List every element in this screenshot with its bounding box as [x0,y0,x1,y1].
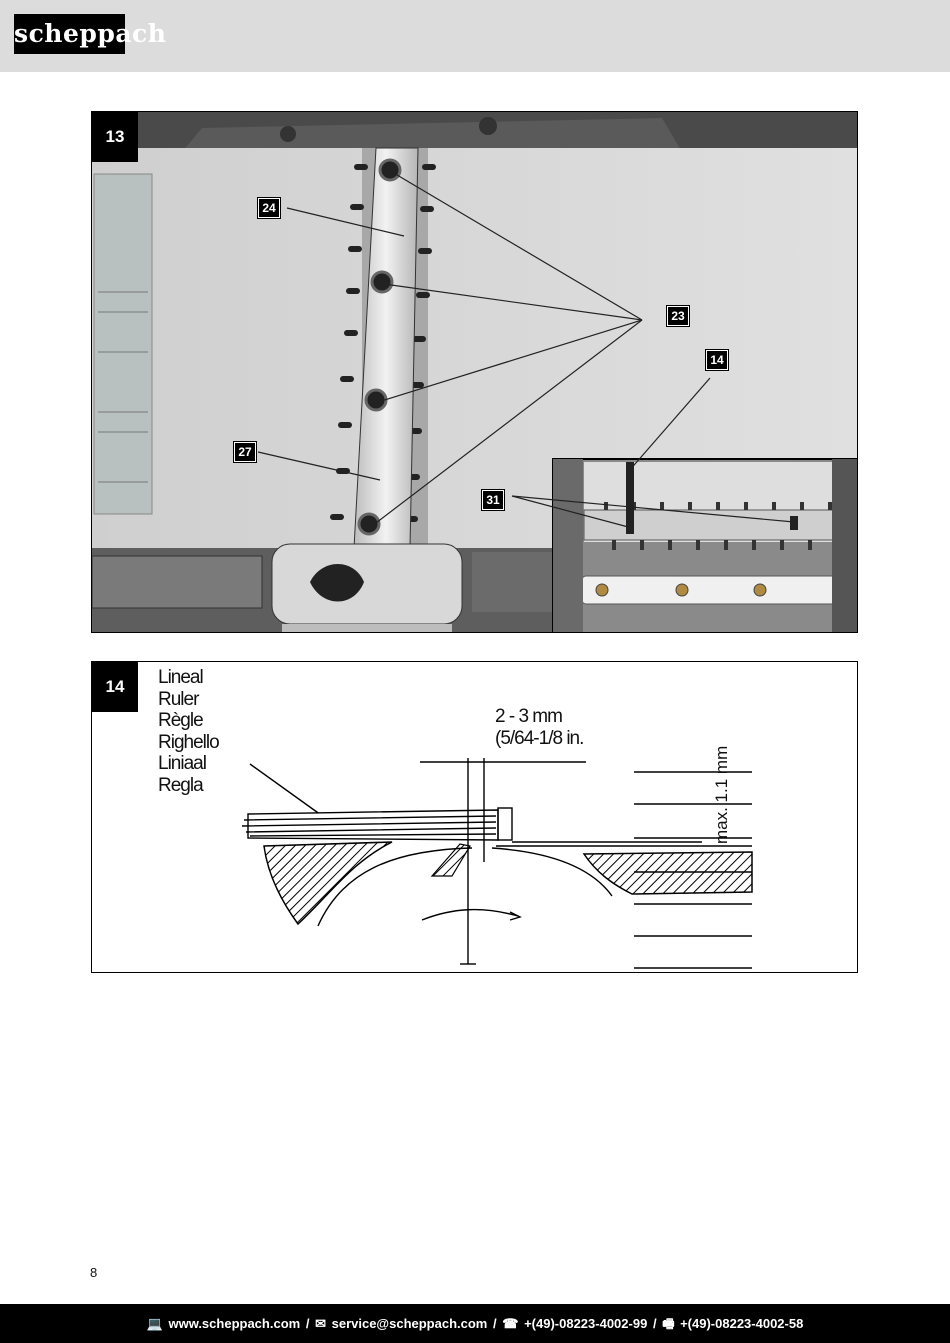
ruler-labels: Lineal Ruler Règle Righello Liniaal Regl… [158,667,220,796]
phone-number: +(49)-08223-4002-99 [524,1316,648,1331]
label-fr: Règle [158,710,204,731]
label-en: Ruler [158,688,199,710]
figure-14: 14 Lineal Ruler Règle Righello Liniaal R… [91,661,858,973]
callout-31: 31 [481,489,505,511]
figure-number: 13 [92,112,138,162]
ruler-drawing [241,758,753,969]
planer-photo-illustration [92,112,857,632]
label-nl: Liniaal [158,753,207,774]
fax-icon: 🖷 [662,1316,675,1331]
figure-number: 14 [92,662,138,712]
fax-number: +(49)-08223-4002-58 [680,1316,804,1331]
envelope-icon: ✉ [315,1316,326,1331]
label-es: Regla [158,774,204,796]
phone-icon: ☎ [502,1316,519,1331]
callout-14: 14 [705,349,729,371]
page-number: 8 [90,1265,98,1280]
email-link[interactable]: service@scheppach.com [331,1316,488,1331]
max-gap-label: max. 1.1 mm [712,745,731,844]
scheppach-logo: scheppach [14,14,166,54]
page-footer: 💻 www.scheppach.com / ✉ service@scheppac… [0,1304,950,1343]
figure-13: 13 [91,111,858,633]
dimension-label: 2 - 3 mm (5/64-1/8 in. [495,706,584,749]
computer-icon: 💻 [146,1316,163,1331]
callout-27: 27 [233,441,257,463]
label-it: Righello [158,731,220,753]
website-link[interactable]: www.scheppach.com [168,1316,301,1331]
page-header: scheppach [0,0,950,72]
callout-24: 24 [257,197,281,219]
callout-23: 23 [666,305,690,327]
label-de: Lineal [158,667,204,688]
